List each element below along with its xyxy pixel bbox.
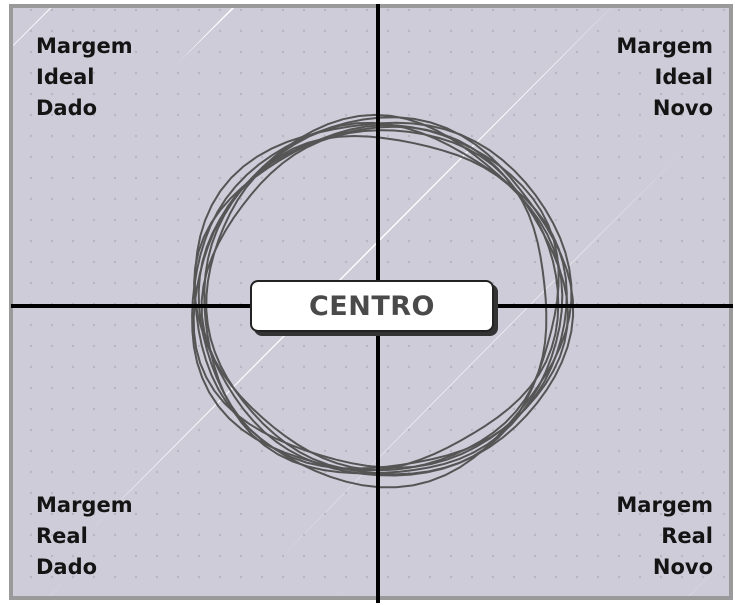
label-line: Ideal [36,65,95,89]
label-line: Margem [616,34,713,58]
label-line: Margem [36,34,133,58]
label-line: Ideal [654,65,713,89]
label-line: Margem [36,493,133,517]
quadrant-label-top-right: Margem Ideal Novo [616,31,713,124]
center-label: CENTRO [308,290,436,322]
label-line: Dado [36,555,98,579]
quadrant-label-bottom-right: Margem Real Novo [616,490,713,583]
center-label-box: CENTRO [250,280,494,332]
circle-loop [203,113,564,475]
label-line: Real [661,524,713,548]
circle-loop [200,129,548,472]
quadrant-label-top-left: Margem Ideal Dado [36,31,133,124]
quadrant-label-bottom-left: Margem Real Dado [36,490,133,583]
sketch-circle [191,113,575,489]
circle-loop [192,125,569,469]
label-line: Novo [652,555,713,579]
label-line: Dado [36,96,98,120]
label-line: Margem [616,493,713,517]
outer-frame [9,4,733,600]
label-line: Novo [652,96,713,120]
label-line: Real [36,524,88,548]
